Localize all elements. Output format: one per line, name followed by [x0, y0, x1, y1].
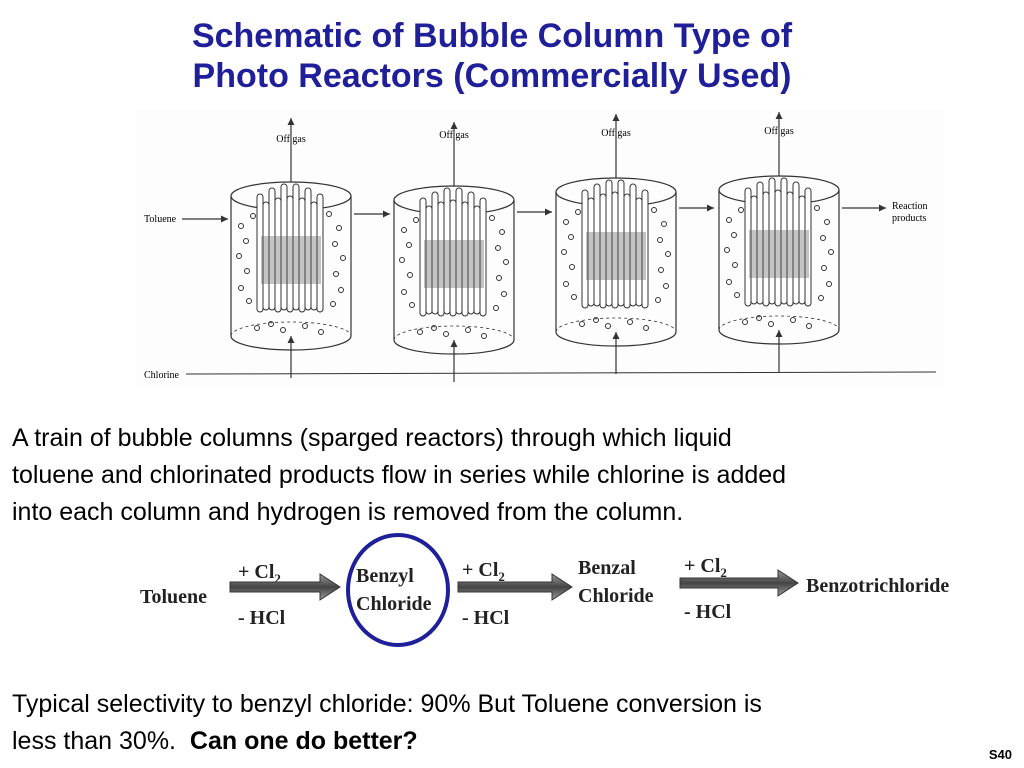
- highlight-circle: [346, 533, 450, 647]
- step3-remove-hcl: - HCl: [684, 601, 732, 623]
- products-label-line-2: products: [892, 213, 927, 224]
- selectivity-line-2: less than 30%. Can one do better?: [12, 723, 1012, 760]
- reaction-scheme: Toluene + Cl2 - HCl Benzyl Chloride + Cl…: [140, 533, 949, 647]
- product1-line-1: Benzyl: [356, 565, 414, 587]
- reactant-toluene: Toluene: [140, 586, 207, 608]
- title-line-2: Photo Reactors (Commercially Used): [192, 57, 792, 95]
- reaction-arrow-2: [457, 573, 573, 601]
- step1-add-chlorine: + Cl2: [238, 561, 281, 586]
- product2-line-1: Benzal: [578, 557, 636, 579]
- bubble-column-schematic: Off gas Off gas Off gas Off gas Toluene …: [136, 110, 944, 388]
- product2-line-2: Chloride: [578, 585, 654, 607]
- products-label-line-1: Reaction: [892, 201, 928, 212]
- chlorine-feed-label: Chlorine: [144, 370, 180, 381]
- description-paragraph: A train of bubble columns (sparged react…: [12, 420, 1012, 531]
- product1-line-2: Chloride: [356, 593, 432, 615]
- step1-remove-hcl: - HCl: [238, 607, 286, 629]
- toluene-feed-label: Toluene: [144, 214, 177, 225]
- description-line-3: into each column and hydrogen is removed…: [12, 498, 684, 526]
- offgas-label-2: Off gas: [439, 130, 469, 141]
- slide-number: S40: [988, 747, 1012, 762]
- selectivity-line-2-text: less than 30%.: [12, 727, 190, 755]
- selectivity-paragraph: Typical selectivity to benzyl chloride: …: [12, 686, 1012, 760]
- step2-add-chlorine: + Cl2: [462, 559, 505, 584]
- description-line-1: A train of bubble columns (sparged react…: [12, 424, 732, 452]
- reaction-arrow-1: [229, 573, 341, 601]
- offgas-label-1: Off gas: [276, 134, 306, 145]
- offgas-label-3: Off gas: [601, 128, 631, 139]
- description-line-2: toluene and chlorinated products flow in…: [12, 461, 787, 489]
- reaction-arrow-3: [679, 569, 799, 597]
- question-bold: Can one do better?: [189, 727, 418, 755]
- slide-title: Schematic of Bubble Column Type of Photo…: [0, 16, 984, 96]
- selectivity-line-1: Typical selectivity to benzyl chloride: …: [12, 690, 762, 718]
- title-line-1: Schematic of Bubble Column Type of: [191, 17, 793, 55]
- product3-benzotrichloride: Benzotrichloride: [806, 575, 949, 597]
- step2-remove-hcl: - HCl: [462, 607, 510, 629]
- offgas-label-4: Off gas: [764, 126, 794, 137]
- step3-add-chlorine: + Cl2: [684, 555, 727, 580]
